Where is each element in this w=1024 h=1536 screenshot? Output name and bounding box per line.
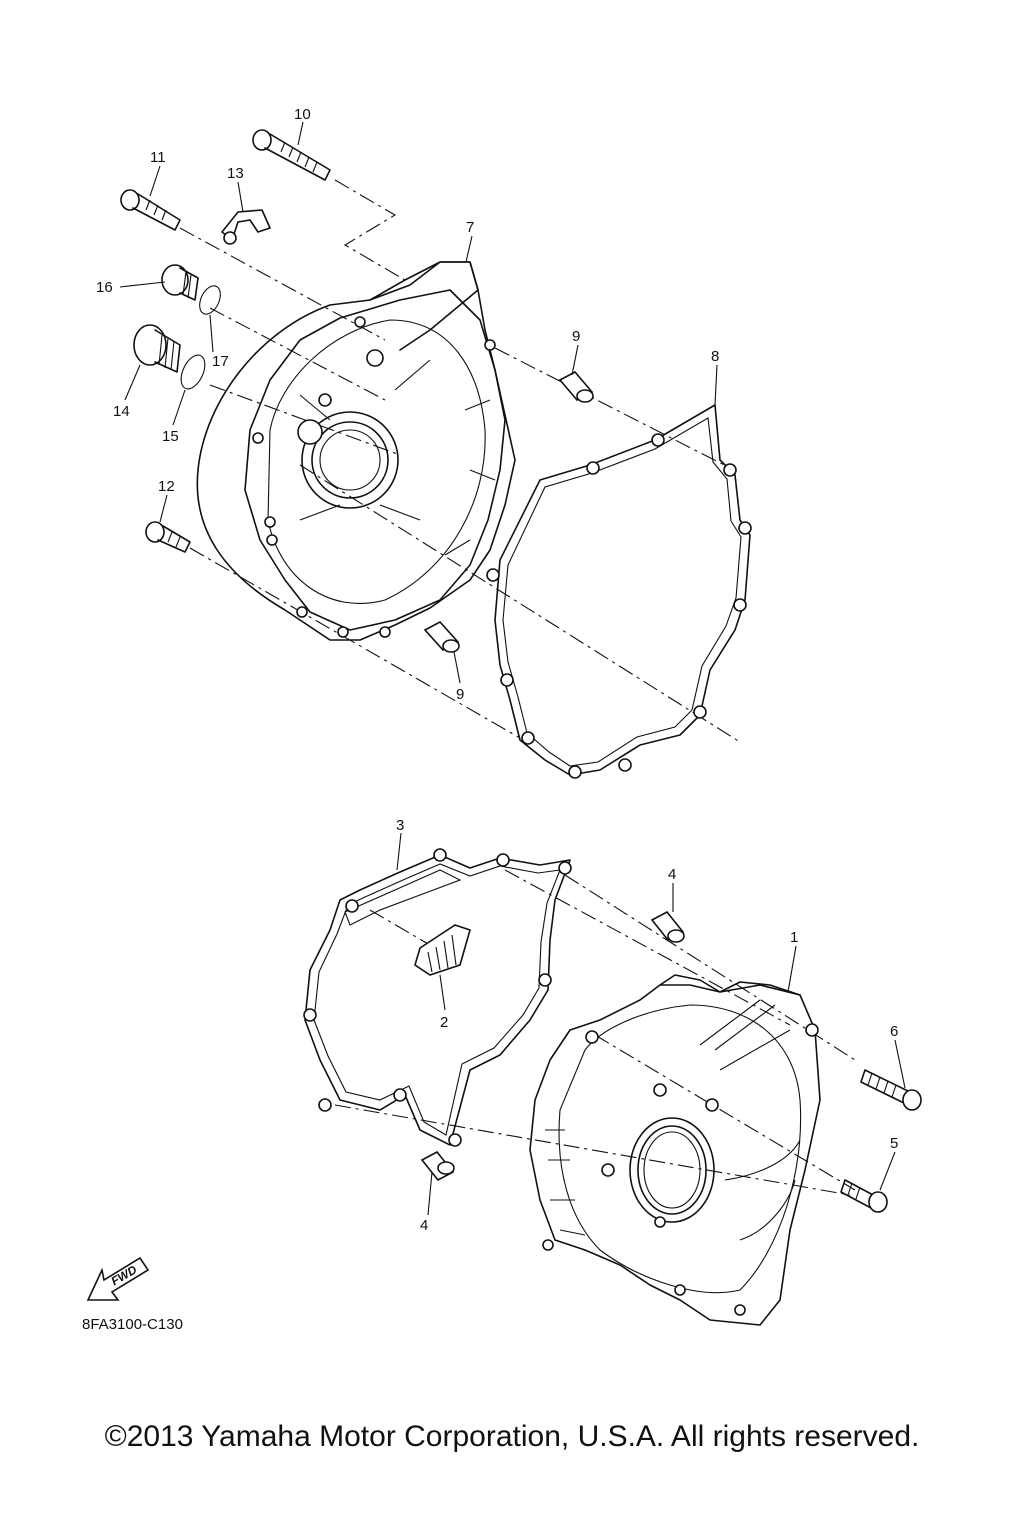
callout-15: 15	[162, 428, 179, 445]
bolt-6	[860, 1069, 922, 1111]
callout-labels: 10 11 13 7 16 17 9 8 14 15 12 9 3 4 1 2 …	[96, 106, 898, 1234]
dowel-pin-9-bottom	[423, 620, 460, 653]
callout-leaders	[119, 121, 906, 1216]
o-ring-17	[199, 285, 221, 315]
callout-3: 3	[396, 817, 404, 834]
callout-9-bottom: 9	[456, 686, 464, 703]
callout-1: 1	[790, 929, 798, 946]
plug-16	[161, 264, 199, 301]
clamp-13	[221, 209, 271, 245]
bolt-11	[120, 189, 181, 231]
callout-6: 6	[890, 1023, 898, 1040]
plug-14	[133, 324, 181, 373]
callout-4-top: 4	[668, 866, 676, 883]
o-ring-15	[180, 354, 206, 390]
callout-8: 8	[711, 348, 719, 365]
callout-12: 12	[158, 478, 175, 495]
dowel-pin-4-bottom	[420, 1150, 455, 1182]
callout-7: 7	[466, 219, 474, 236]
bolt-5	[840, 1179, 888, 1213]
callout-4-bottom: 4	[420, 1217, 428, 1234]
callout-5: 5	[890, 1135, 898, 1152]
crankcase-cover-upper	[196, 261, 516, 641]
callout-9-top: 9	[572, 328, 580, 345]
bolt-12	[145, 521, 191, 553]
callout-11: 11	[150, 149, 166, 166]
callout-16: 16	[96, 279, 113, 296]
alignment-lines	[179, 179, 856, 1196]
dowel-pin-9-top	[558, 370, 594, 403]
callout-14: 14	[113, 403, 130, 420]
crankcase-cover-lower	[529, 974, 821, 1326]
dowel-pin-4-top	[650, 910, 685, 943]
copyright-text: ©2013 Yamaha Motor Corporation, U.S.A. A…	[104, 1420, 920, 1453]
gasket-upper	[486, 404, 752, 779]
baffle-2	[414, 924, 471, 976]
callout-17: 17	[212, 353, 229, 370]
callout-2: 2	[440, 1014, 448, 1031]
callout-10: 10	[294, 106, 311, 123]
diagram-code: 8FA3100-C130	[82, 1316, 183, 1333]
fwd-arrow-icon: FWD	[86, 1256, 150, 1301]
bolt-10	[252, 129, 331, 181]
gasket-lower	[303, 848, 572, 1147]
callout-13: 13	[227, 165, 244, 182]
